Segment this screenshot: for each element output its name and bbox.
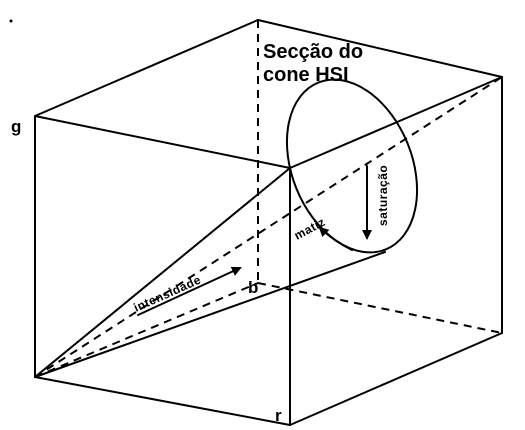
hue-arrow xyxy=(318,226,353,251)
stray-dot xyxy=(9,19,13,23)
axis-label-b: b xyxy=(248,278,258,297)
hidden-edge-bottom-back xyxy=(257,282,503,334)
saturation-label: saturação xyxy=(376,165,390,226)
edge-top-back xyxy=(34,19,259,117)
cone-upper-generatrix xyxy=(34,167,291,378)
edge-bottom-front xyxy=(34,376,291,426)
hue-label: matiz xyxy=(292,215,328,243)
edge-bottom-right xyxy=(289,332,503,426)
edge-top-right xyxy=(257,19,503,78)
edge-top-front xyxy=(34,115,291,169)
intensity-label: intensidade xyxy=(132,273,204,315)
intensity-diagonal xyxy=(34,76,503,378)
title-line-1: Secção do xyxy=(263,41,363,63)
hidden-edge-bottom-left xyxy=(34,282,259,378)
hsi-cone xyxy=(34,78,419,378)
title-line-2: cone HSI xyxy=(263,64,349,86)
axis-label-g: g xyxy=(11,117,21,136)
cube-visible-edges xyxy=(34,19,503,426)
cube-hidden-edges xyxy=(34,20,503,378)
cone-cross-section xyxy=(285,78,419,254)
axis-label-r: r xyxy=(275,406,282,425)
intensity-arrow xyxy=(137,266,242,316)
cone-lower-generatrix xyxy=(34,251,386,378)
